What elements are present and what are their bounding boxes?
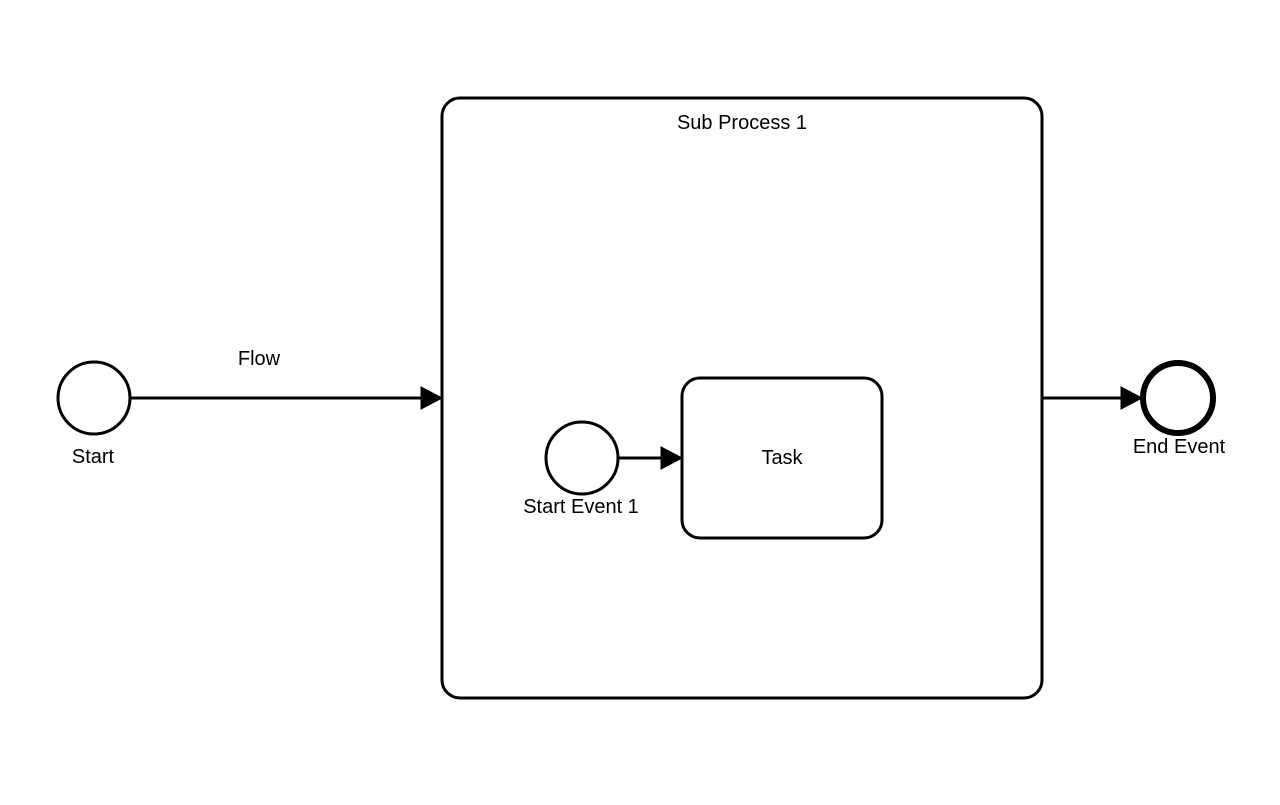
sequence-flow-subprocess-to-end[interactable] bbox=[1043, 386, 1144, 410]
sequence-flow-inner-start-to-task[interactable] bbox=[618, 446, 684, 470]
task-label: Task bbox=[761, 447, 803, 469]
end-event[interactable] bbox=[1140, 360, 1216, 436]
start-event[interactable] bbox=[56, 360, 132, 436]
arrowhead-icon bbox=[660, 446, 684, 470]
arrowhead-icon bbox=[420, 386, 444, 410]
flow-label: Flow bbox=[238, 348, 281, 370]
end-event-label: End Event bbox=[1133, 436, 1226, 458]
inner-start-event-label: Start Event 1 bbox=[523, 496, 639, 518]
start-event-label: Start bbox=[72, 446, 115, 468]
sub-process-label: Sub Process 1 bbox=[677, 112, 807, 134]
inner-start-event[interactable] bbox=[544, 420, 620, 496]
sequence-flow-start-to-subprocess[interactable] bbox=[131, 386, 444, 410]
task[interactable]: Task bbox=[680, 376, 884, 540]
arrowhead-icon bbox=[1120, 386, 1144, 410]
